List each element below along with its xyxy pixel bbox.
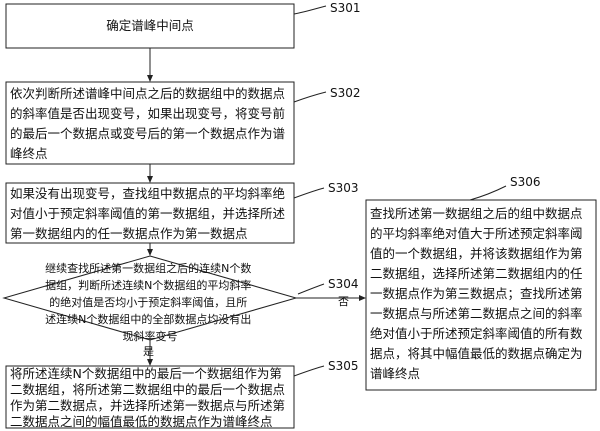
- arrowhead-s304-s305: [147, 359, 153, 366]
- arrowhead-s301-s302: [147, 75, 153, 82]
- step-s306-label: S306: [510, 175, 541, 189]
- step-s303-label: S303: [328, 181, 359, 195]
- step-s306-box: [365, 199, 597, 391]
- step-s303-leader: [293, 187, 325, 199]
- step-s304-leader: [297, 283, 325, 295]
- step-s305-label: S305: [328, 359, 359, 373]
- step-s301-leader: [293, 5, 327, 15]
- step-s303-box: [5, 182, 295, 244]
- step-s306-text: 查找所述第一数据组之后的组中数据点 的平均斜率绝对值大于所述预定斜率阈 值的一个…: [370, 206, 587, 381]
- step-s306-leader: [469, 185, 507, 201]
- step-s304-label: S304: [328, 277, 359, 291]
- step-s305-text: 将所述连续N个数据组中的最后一个数据组作为第 二数据组，将所述第二数据组中的最后…: [10, 366, 289, 429]
- condition-no-label: 否: [338, 295, 349, 308]
- step-s305-leader: [293, 365, 325, 377]
- step-s302-box: [5, 81, 295, 165]
- step-s301-text: 确定谱峰中间点: [106, 18, 194, 33]
- step-s302-leader: [293, 91, 327, 103]
- arrowhead-s302-s303: [147, 176, 153, 183]
- arrowhead-s304-s306: [359, 295, 366, 301]
- condition-yes-label: 是: [143, 345, 154, 358]
- step-s305-box: [5, 365, 295, 429]
- step-s301-label: S301: [330, 1, 361, 15]
- step-s301-box: [5, 3, 295, 49]
- step-s302-label: S302: [330, 86, 361, 100]
- step-s303-text: 如果没有出现变号，查找组中数据点的平均斜率绝 对值小于预定斜率阈值的第一数据组，…: [10, 186, 289, 241]
- arrowhead-s303-s304: [147, 249, 153, 256]
- step-s304-text: 继续查找所述第一数据组之后的连续N个数 据组，判断所述连续N个数据组的平均斜率 …: [45, 261, 255, 343]
- step-s302-text: 依次判断所述谱峰中间点之后的数据组中的数据点 的斜率值是否出现变号，如果出现变号…: [10, 86, 289, 161]
